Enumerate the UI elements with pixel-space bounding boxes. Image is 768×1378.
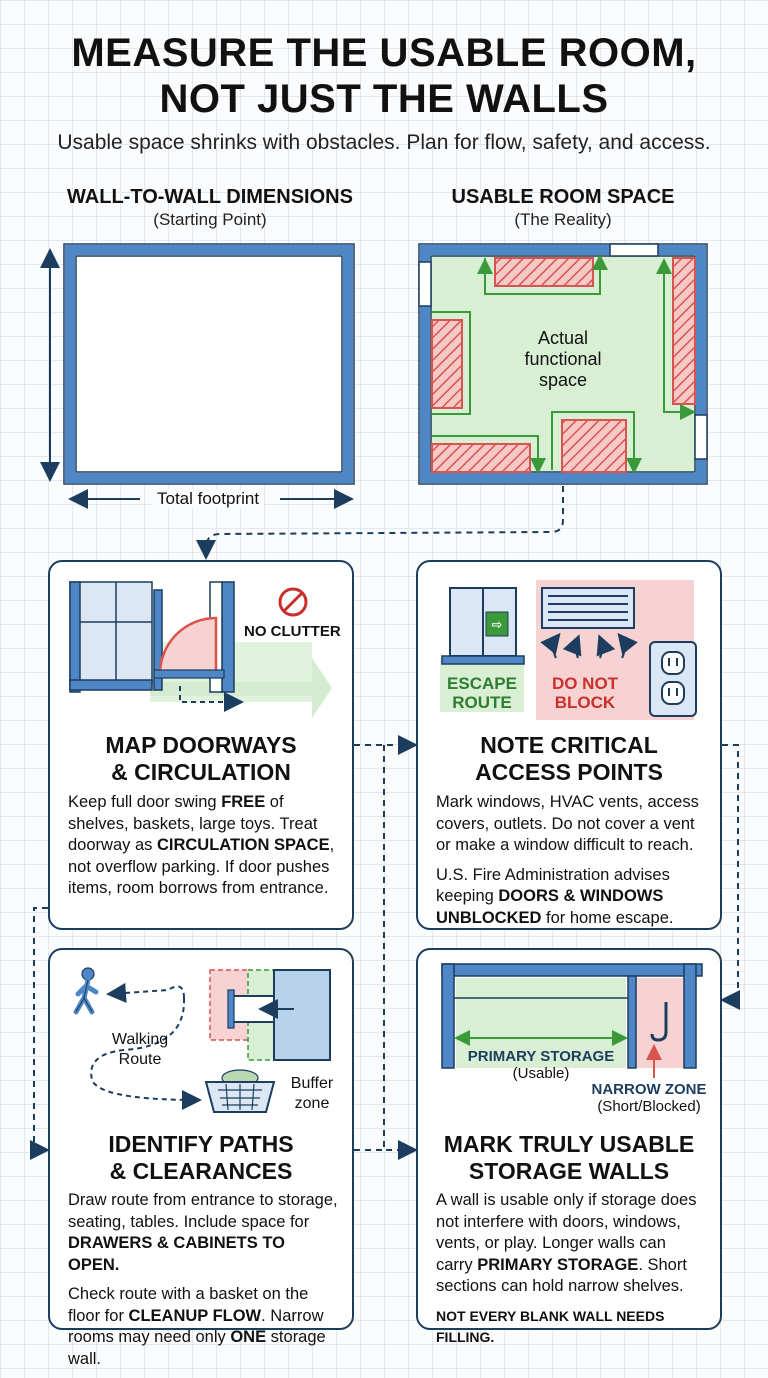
paths-body: Draw route from entrance to storage, sea… — [68, 1190, 338, 1378]
walking-route-label: Walking Route — [102, 1030, 178, 1070]
page-title: MEASURE THE USABLE ROOM, NOT JUST THE WA… — [0, 30, 768, 122]
access-illustration: ⇨ — [440, 580, 697, 720]
functional-space-label: Actual functional space — [503, 328, 623, 391]
doorways-text-a: Keep full door swing — [68, 793, 222, 811]
page-subtitle: Usable space shrinks with obstacles. Pla… — [57, 131, 711, 154]
primary-storage-label: PRIMARY STORAGE (Usable) — [456, 1048, 626, 1082]
doorways-text-free: FREE — [221, 793, 266, 811]
buffer-zone-line-2: zone — [294, 1095, 330, 1112]
access-text-2c: for home escape. — [541, 908, 674, 927]
narrow-zone-sub: (Short/Blocked) — [597, 1098, 701, 1115]
storage-illustration — [441, 963, 703, 1078]
narrow-zone-title: NARROW ZONE — [591, 1081, 707, 1098]
card-paths-clearances: Walking Route Buffer zone IDENTIFY PATHS… — [48, 948, 354, 1368]
card-access-points: ⇨ ESCAPE ROUTE DO NOT BLOCK NOTE CRITICA… — [416, 560, 722, 930]
paths-title-line-2: & CLEARANCES — [109, 1158, 293, 1184]
escape-route-line-1: ESCAPE — [447, 674, 517, 693]
total-footprint-label: Total footprint — [153, 489, 264, 509]
paths-text-cleanup: CLEANUP FLOW — [128, 1306, 262, 1325]
narrow-zone-label: NARROW ZONE (Short/Blocked) — [578, 1081, 720, 1115]
storage-title-line-2: STORAGE WALLS — [468, 1158, 670, 1184]
access-title: NOTE CRITICAL ACCESS POINTS — [418, 732, 720, 786]
walking-route-line-2: Route — [118, 1051, 162, 1068]
right-plan-heading: USABLE ROOM SPACE — [451, 186, 675, 208]
escape-route-line-2: ROUTE — [452, 693, 512, 712]
wall-to-wall-plan — [40, 243, 355, 509]
paths-text-drawers: DRAWERS & CABINETS TO OPEN. — [68, 1234, 285, 1274]
title-line-1: MEASURE THE USABLE ROOM, — [71, 31, 697, 75]
storage-title-line-1: MARK TRULY USABLE — [443, 1131, 695, 1157]
card-storage-walls: PRIMARY STORAGE (Usable) NARROW ZONE (Sh… — [416, 948, 722, 1345]
title-line-2: NOT JUST THE WALLS — [159, 77, 609, 121]
functional-space-line-2: functional — [524, 349, 602, 369]
doorways-body: Keep full door swing FREE of shelves, ba… — [68, 792, 338, 908]
paths-text-2a: Check route with a basket on the floor f… — [68, 1285, 309, 1325]
card-map-doorways: NO CLUTTER MAP DOORWAYS & CIRCULATION Ke… — [48, 560, 354, 930]
right-plan-subheading: (The Reality) — [514, 210, 612, 229]
access-text-unblocked: DOORS & WINDOWS UNBLOCKED — [436, 887, 664, 927]
doorways-text-e: , not overflow parking. If door pushes i… — [68, 836, 335, 897]
storage-text-2: NOT EVERY BLANK WALL NEEDS FILLING. — [436, 1307, 665, 1346]
walking-route-line-1: Walking — [111, 1031, 169, 1048]
storage-text-primary: PRIMARY STORAGE — [477, 1255, 639, 1274]
doorways-title-line-2: & CIRCULATION — [111, 759, 291, 785]
doorways-title-line-1: MAP DOORWAYS — [105, 732, 297, 758]
do-not-block-label: DO NOT BLOCK — [536, 674, 634, 712]
storage-title: MARK TRULY USABLE STORAGE WALLS — [418, 1131, 720, 1185]
flow-connectors — [30, 486, 740, 1160]
storage-text-1c: . Short sections can hold narrow shelves… — [436, 1255, 687, 1296]
access-title-line-1: NOTE CRITICAL — [480, 732, 658, 758]
access-text-1: Mark windows, HVAC vents, access covers,… — [436, 793, 699, 854]
paths-title: IDENTIFY PATHS & CLEARANCES — [50, 1131, 352, 1185]
do-not-block-line-1: DO NOT — [551, 674, 619, 693]
paths-text-2e: storage wall. — [68, 1328, 326, 1368]
paths-text-1a: Draw route from entrance to storage, sea… — [68, 1191, 338, 1231]
doorways-title: MAP DOORWAYS & CIRCULATION — [50, 732, 352, 786]
paths-text-2c: . Narrow rooms may need only — [68, 1306, 324, 1347]
paths-text-one: ONE — [230, 1328, 267, 1346]
doorways-text-circulation: CIRCULATION SPACE — [156, 836, 330, 854]
usable-space-plan — [418, 243, 708, 485]
functional-space-line-3: space — [538, 370, 588, 390]
primary-storage-sub: (Usable) — [512, 1065, 570, 1082]
no-clutter-badge: NO CLUTTER — [244, 623, 341, 640]
left-plan-heading: WALL-TO-WALL DIMENSIONS — [67, 186, 353, 208]
buffer-zone-line-1: Buffer — [290, 1075, 334, 1092]
do-not-block-line-2: BLOCK — [554, 693, 616, 712]
paths-illustration — [73, 967, 331, 1113]
storage-body: A wall is usable only if storage does no… — [436, 1190, 706, 1357]
paths-title-line-1: IDENTIFY PATHS — [108, 1131, 294, 1157]
access-body: Mark windows, HVAC vents, access covers,… — [436, 792, 706, 937]
escape-route-label: ESCAPE ROUTE — [440, 674, 524, 712]
primary-storage-title: PRIMARY STORAGE — [467, 1048, 615, 1065]
access-title-line-2: ACCESS POINTS — [475, 759, 663, 785]
left-plan-subheading: (Starting Point) — [153, 210, 267, 229]
doorways-text-c: of shelves, baskets, large toys. Treat d… — [68, 793, 318, 854]
doorway-illustration — [69, 581, 332, 718]
svg-text:⇨: ⇨ — [492, 617, 503, 632]
functional-space-line-1: Actual — [537, 328, 589, 348]
storage-text-1a: A wall is usable only if storage does no… — [436, 1191, 697, 1274]
access-text-2a: U.S. Fire Administration advises keeping — [436, 865, 670, 906]
buffer-zone-label: Buffer zone — [282, 1074, 342, 1114]
